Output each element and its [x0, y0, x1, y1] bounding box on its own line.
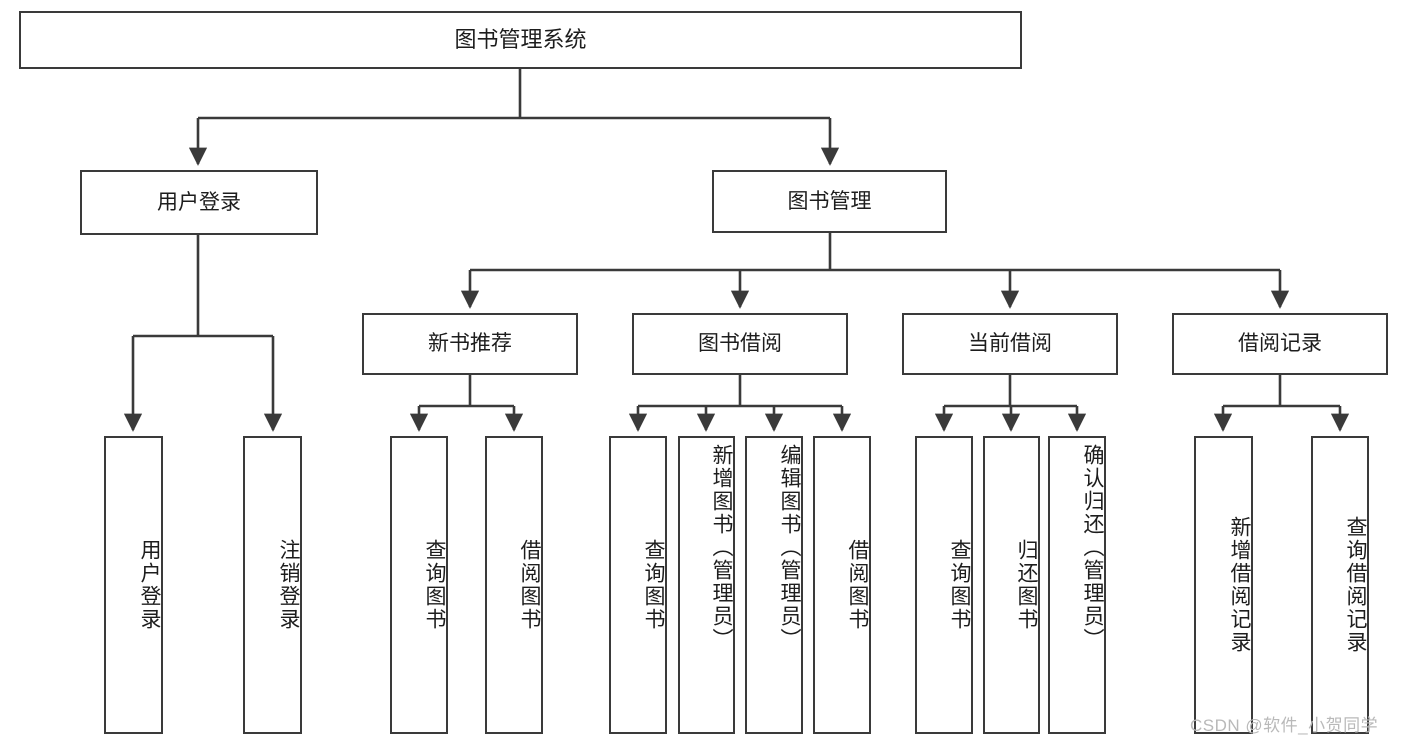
leaf-record-query-record[interactable]: 查询借阅记录	[1311, 436, 1369, 734]
leaf-borrow-add-book-admin[interactable]: 新增图书（管理员）	[678, 436, 735, 734]
leaf-user-login-login[interactable]: 用户登录	[104, 436, 163, 734]
leaf-current-confirm-return-admin[interactable]: 确认归还（管理员）	[1048, 436, 1106, 734]
leaf-current-query-book[interactable]: 查询图书	[915, 436, 973, 734]
csdn-watermark: CSDN @软件_小贺同学	[1190, 716, 1379, 735]
leaf-borrow-query-book[interactable]: 查询图书	[609, 436, 667, 734]
node-root-system[interactable]: 图书管理系统	[19, 11, 1022, 69]
node-borrow-record[interactable]: 借阅记录	[1172, 313, 1388, 375]
leaf-user-login-logout[interactable]: 注销登录	[243, 436, 302, 734]
leaf-current-return-book[interactable]: 归还图书	[983, 436, 1040, 734]
leaf-borrow-borrow-book[interactable]: 借阅图书	[813, 436, 871, 734]
node-current-borrow[interactable]: 当前借阅	[902, 313, 1118, 375]
node-new-book-recommend[interactable]: 新书推荐	[362, 313, 578, 375]
node-book-management[interactable]: 图书管理	[712, 170, 947, 233]
leaf-recommend-borrow-book[interactable]: 借阅图书	[485, 436, 543, 734]
leaf-record-add-record[interactable]: 新增借阅记录	[1194, 436, 1253, 734]
leaf-recommend-query-book[interactable]: 查询图书	[390, 436, 448, 734]
node-book-borrow[interactable]: 图书借阅	[632, 313, 848, 375]
leaf-borrow-edit-book-admin[interactable]: 编辑图书（管理员）	[745, 436, 803, 734]
node-user-login[interactable]: 用户登录	[80, 170, 318, 235]
